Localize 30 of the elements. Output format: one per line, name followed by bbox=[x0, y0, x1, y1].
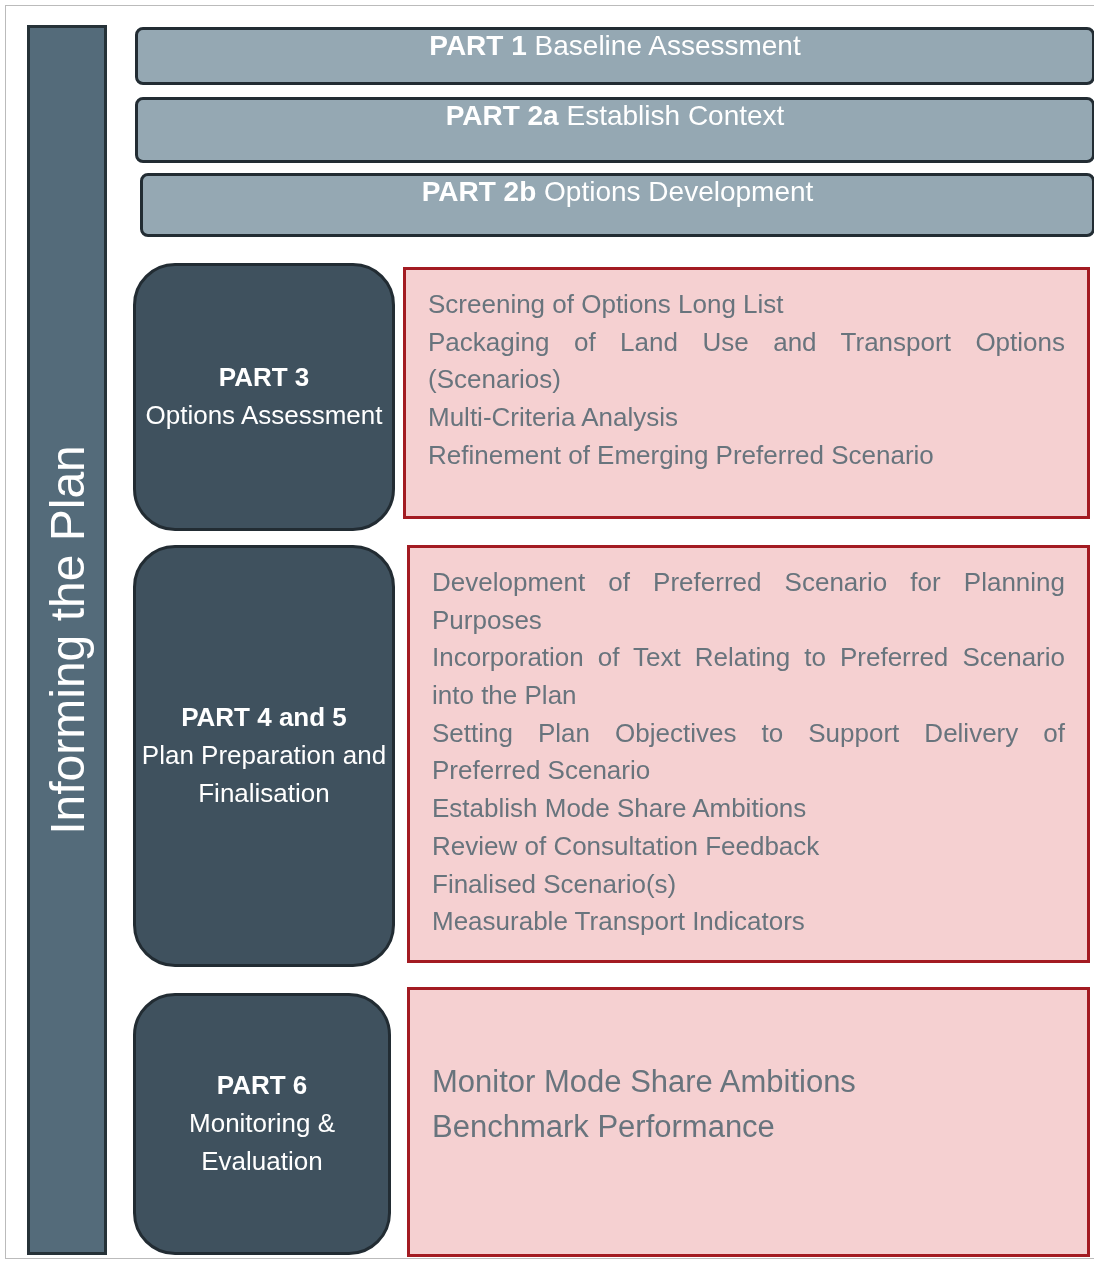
task-list-box bbox=[407, 545, 1090, 963]
side-banner bbox=[27, 25, 107, 1255]
task-item: Benchmark Performance bbox=[432, 1107, 776, 1146]
stage-box bbox=[133, 263, 395, 531]
task-item: Incorporation of Text Relating to Preferred Scenario into the Plan bbox=[432, 641, 1065, 713]
task-item: Packaging of Land Use and Transport Options (Scenarios) bbox=[428, 325, 1065, 397]
task-item: Review of Consultation Feedback bbox=[432, 829, 821, 863]
task-item: Development of Preferred Scenario for Planning Purposes bbox=[432, 566, 1065, 637]
stage-box bbox=[133, 993, 391, 1255]
task-item: Screening of Options Long List bbox=[428, 288, 785, 321]
stage-title: Monitoring & Evaluation bbox=[188, 1107, 336, 1178]
task-item: Multi-Criteria Analysis bbox=[428, 401, 679, 435]
stage-bar: PART 2a Establish Context bbox=[135, 97, 1094, 163]
vertical-title: Informing the Plan bbox=[39, 445, 95, 835]
stage-bar: PART 2b Options Development bbox=[140, 173, 1094, 237]
stage-heading: PART 6 bbox=[216, 1069, 308, 1103]
stage-heading: PART 3 bbox=[218, 361, 310, 395]
stage-title: Options Assessment bbox=[145, 399, 383, 432]
stage-heading: PART 4 and 5 bbox=[181, 701, 347, 735]
task-item: Finalised Scenario(s) bbox=[432, 867, 678, 901]
task-item: Measurable Transport Indicators bbox=[432, 905, 806, 939]
task-item: Setting Plan Objectives to Support Delivery of Preferred Scenario bbox=[432, 716, 1065, 788]
stage-box bbox=[133, 545, 395, 967]
stage-title: Plan Preparation and Finalisation bbox=[140, 739, 388, 810]
task-item: Establish Mode Share Ambitions bbox=[432, 792, 808, 826]
task-item: Monitor Mode Share Ambitions bbox=[432, 1063, 857, 1101]
task-list-box bbox=[403, 267, 1090, 519]
task-list-box bbox=[407, 987, 1090, 1257]
stage-bar: PART 1 Baseline Assessment bbox=[135, 27, 1094, 85]
task-item: Refinement of Emerging Preferred Scenario bbox=[428, 438, 935, 472]
